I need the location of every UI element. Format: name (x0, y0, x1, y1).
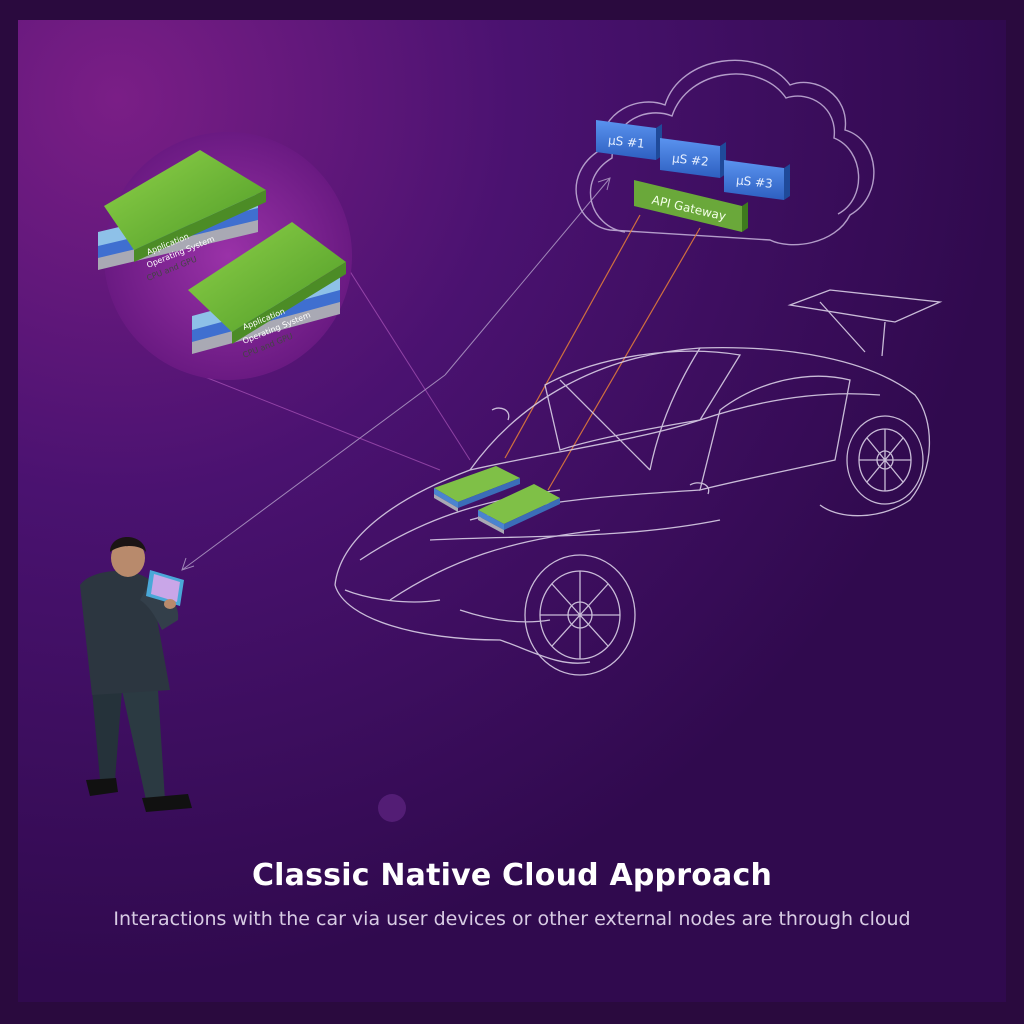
compute-stack-1: Application Operating System CPU and GPU (98, 150, 266, 283)
person-with-tablet-icon (80, 537, 192, 812)
zoom-connector-lines (199, 239, 471, 471)
arrow-car-to-device (181, 374, 446, 571)
arrow-car-to-cloud (444, 177, 611, 376)
decorative-glow (378, 794, 406, 822)
microservice-label-3: µS #3 (735, 173, 773, 191)
microservice-label-1: µS #1 (607, 133, 645, 151)
diagram-title: Classic Native Cloud Approach (251, 858, 773, 893)
microservice-label-2: µS #2 (671, 151, 709, 169)
compute-stack-2: Application Operating System CPU and GPU (188, 222, 346, 360)
car-ecu-1 (434, 466, 520, 512)
car-wireframe-icon (334, 289, 943, 676)
diagram-subtitle: Interactions with the car via user devic… (113, 908, 911, 930)
microservice-box-2: µS #2 (660, 138, 726, 178)
microservice-box-3: µS #3 (724, 160, 790, 200)
car-ecu-2 (478, 484, 560, 534)
